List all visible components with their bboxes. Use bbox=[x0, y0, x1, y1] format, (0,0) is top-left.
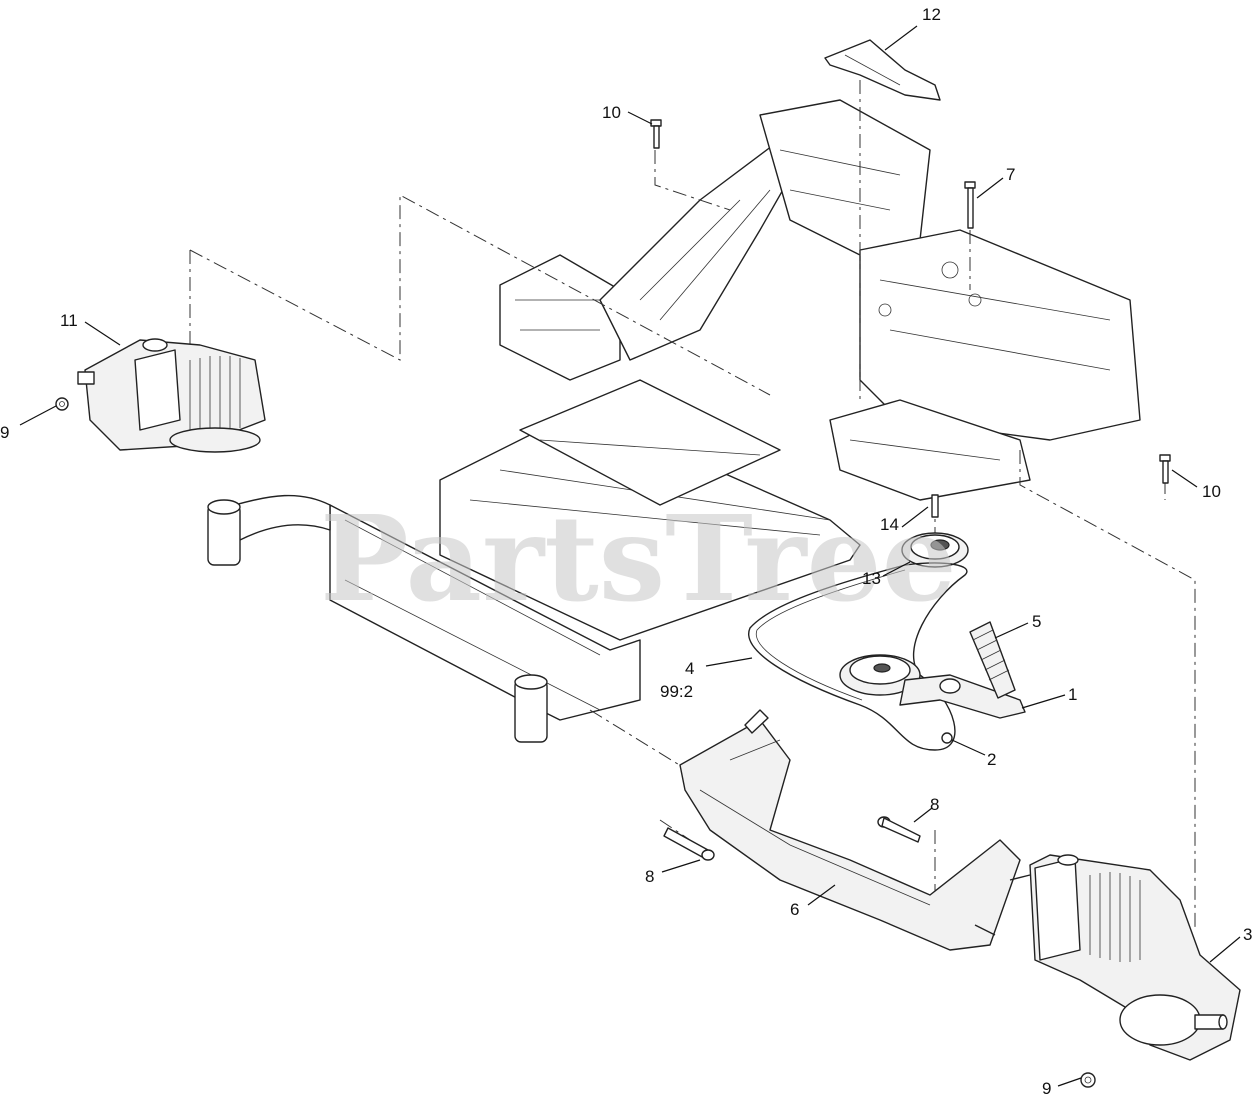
shield-plate-part-12[interactable] bbox=[824, 39, 941, 101]
callout-12[interactable]: 12 bbox=[922, 5, 941, 24]
callout-labels: 12 10 7 11 9 10 14 13 5 4 99:2 1 2 8 8 6… bbox=[0, 5, 1252, 1098]
transmission-left-part-11[interactable] bbox=[77, 338, 266, 453]
callout-1[interactable]: 1 bbox=[1068, 685, 1077, 704]
callout-8-left[interactable]: 8 bbox=[645, 867, 654, 886]
callout-13[interactable]: 13 bbox=[862, 569, 881, 588]
pump-mount-bracket-part-6[interactable] bbox=[679, 709, 1031, 951]
callout-10-right[interactable]: 10 bbox=[1202, 482, 1221, 501]
callout-9-right[interactable]: 9 bbox=[1042, 1079, 1051, 1098]
nut-part-2[interactable] bbox=[941, 732, 953, 744]
callout-4[interactable]: 4 bbox=[685, 659, 694, 678]
bolt-part-7[interactable] bbox=[964, 181, 976, 229]
callout-8-right[interactable]: 8 bbox=[930, 795, 939, 814]
callout-2[interactable]: 2 bbox=[987, 750, 996, 769]
bolt-part-10-right[interactable] bbox=[1159, 454, 1171, 484]
transmission-right-part-3[interactable] bbox=[1029, 854, 1241, 1061]
callout-7[interactable]: 7 bbox=[1006, 165, 1015, 184]
pin-part-8-right[interactable] bbox=[877, 816, 921, 843]
callout-9-left[interactable]: 9 bbox=[0, 423, 9, 442]
pulley-part-13[interactable] bbox=[901, 532, 969, 568]
key-part-14[interactable] bbox=[931, 494, 939, 518]
nut-part-9-right[interactable] bbox=[1080, 1072, 1096, 1088]
spring-part-5[interactable] bbox=[969, 621, 1016, 699]
callout-5[interactable]: 5 bbox=[1032, 612, 1041, 631]
callout-10-upper[interactable]: 10 bbox=[602, 103, 621, 122]
callout-6[interactable]: 6 bbox=[790, 900, 799, 919]
bolt-part-10-upper[interactable] bbox=[650, 119, 662, 149]
drive-belt-part-4[interactable] bbox=[748, 562, 968, 751]
pin-part-8-left[interactable] bbox=[663, 827, 715, 861]
mower-frame[interactable] bbox=[207, 99, 1141, 743]
leader-lines bbox=[19, 25, 1241, 1087]
watermark-text: PartsTree bbox=[320, 489, 957, 628]
callout-3[interactable]: 3 bbox=[1243, 925, 1252, 944]
callout-11[interactable]: 11 bbox=[60, 311, 78, 330]
callout-14[interactable]: 14 bbox=[880, 515, 899, 534]
idler-arm-part-1[interactable] bbox=[839, 654, 1026, 719]
nut-part-9-left[interactable] bbox=[55, 397, 69, 411]
callout-4-quantity: 99:2 bbox=[660, 682, 693, 701]
